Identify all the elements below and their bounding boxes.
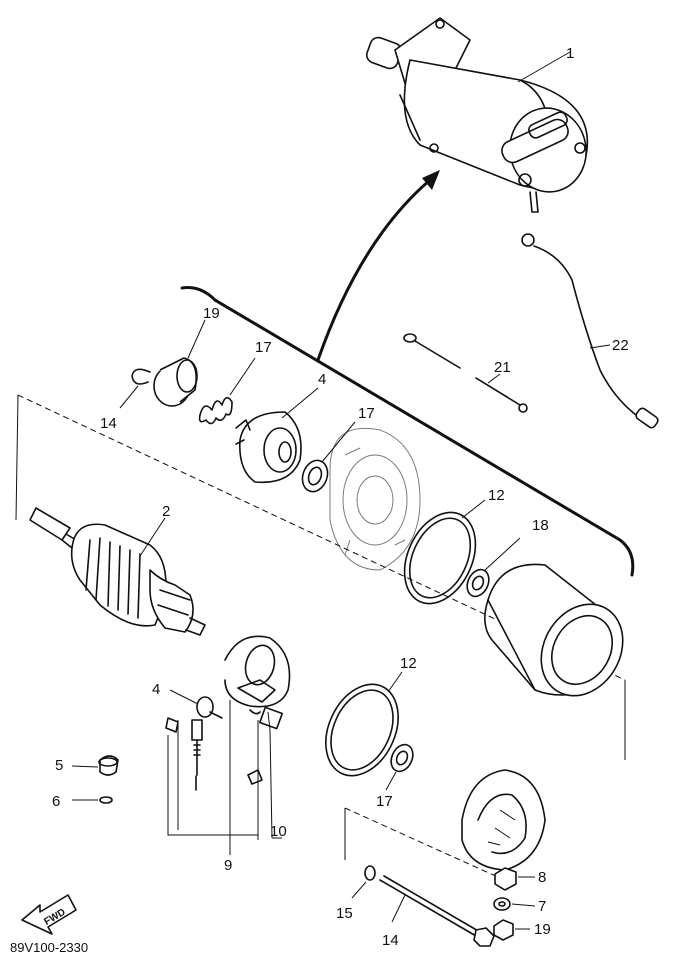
terminal-nut: [493, 919, 530, 941]
callout-18: 18: [532, 517, 549, 534]
callout-10: 10: [270, 823, 287, 840]
brush-terminal: [169, 689, 223, 776]
callout-13: 14: [100, 415, 117, 432]
starter-motor-assembly: [365, 17, 589, 213]
brush-bolt-hardware: [165, 717, 263, 791]
bolt-washer: [351, 865, 376, 899]
starter-clutch: [235, 387, 319, 484]
washer-upper: [301, 421, 356, 493]
o-ring-upper: [403, 499, 486, 605]
lead-wire: [521, 233, 659, 429]
circlip: [119, 368, 151, 409]
pinion-cap: [153, 319, 206, 407]
armature: [29, 507, 206, 636]
yoke-housing: [484, 563, 624, 697]
callout-17a: 17: [358, 405, 375, 422]
callout-8: 8: [538, 869, 546, 886]
small-nut: [72, 796, 113, 804]
callout-14: 14: [382, 932, 399, 949]
callout-16: 17: [255, 339, 272, 356]
callout-2: 2: [162, 503, 170, 520]
callout-17b: 17: [376, 793, 393, 810]
front-cover: [329, 427, 421, 571]
assembly-arrow: [316, 170, 440, 362]
rear-cover: [461, 769, 546, 871]
callout-4: 4: [152, 681, 160, 698]
callout-15: 15: [336, 905, 353, 922]
washer-yoke: [466, 537, 521, 598]
callout-20: 19: [534, 921, 551, 938]
cover-nut: [494, 867, 535, 891]
callout-12a: 12: [488, 487, 505, 504]
washer-lower: [385, 743, 414, 791]
callout-5: 5: [55, 757, 63, 774]
assembly-outline: [15, 286, 635, 879]
callout-9: 9: [224, 857, 232, 874]
callout-19: 19: [203, 305, 220, 322]
terminal-bolt: [403, 333, 528, 413]
brush-plate: [224, 635, 291, 840]
callout-bracket: [167, 700, 282, 855]
callout-21: 21: [494, 359, 511, 376]
pinion-spring: [198, 357, 256, 425]
callout-3: 4: [318, 371, 326, 388]
o-ring-lower: [325, 671, 403, 777]
cover-washer: [493, 897, 536, 911]
drawing-code: 89V100-2330: [10, 940, 88, 955]
rubber-cap: [71, 755, 119, 776]
through-bolt: [379, 875, 495, 947]
callout-22: 22: [612, 337, 629, 354]
callout-6: 6: [52, 793, 60, 810]
forward-direction-arrow: FWD: [21, 894, 77, 935]
callout-12b: 12: [400, 655, 417, 672]
callout-7: 7: [538, 898, 546, 915]
callout-1: 1: [566, 45, 574, 62]
